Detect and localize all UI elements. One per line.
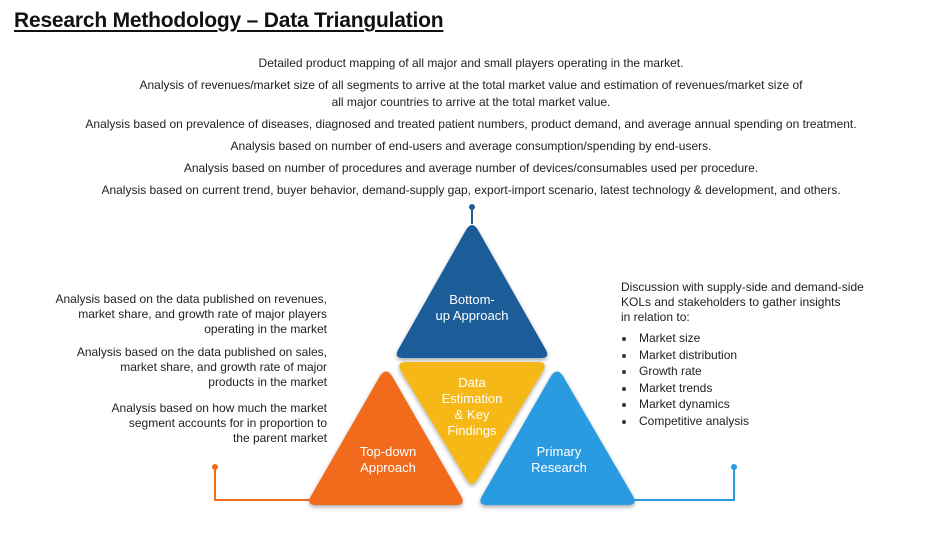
right-connector-dot [731,464,737,470]
bullet-label: Growth rate [639,364,702,378]
top-line-4: Analysis based on prevalence of diseases… [85,117,857,131]
bullet-item-growth-rate: Growth rate [621,363,749,380]
bullet-dot-icon [622,403,626,407]
bullet-item-market-distribution: Market distribution [621,347,749,364]
bullet-dot-icon [622,337,626,341]
top-line-2: Analysis of revenues/market size of all … [139,78,803,92]
top-connector-dot [469,204,475,210]
top-line-6: Analysis based on number of procedures a… [183,161,759,175]
data-estimation-triangle [399,362,545,484]
bullet-item-competitive-analysis: Competitive analysis [621,413,749,430]
bullet-label: Market size [639,331,701,345]
right-intro-text: Discussion with supply-side and demand-s… [621,280,864,324]
primary-research-triangle [480,371,635,505]
top-line-3: all major countries to arrive at the tot… [331,95,611,109]
left-text-block-1: Analysis based on the data published on … [55,292,327,336]
data-estimation-label: Data Estimation & Key Findings [441,375,503,438]
left-connector-dot [212,464,218,470]
bottom-up-approach-label: Bottom- up Approach [435,292,509,323]
right-bullet-list: Market size Market distribution Growth r… [621,330,749,429]
bullet-dot-icon [622,386,626,391]
page-title: Research Methodology – Data Triangulatio… [14,9,444,32]
bullet-item-market-size: Market size [621,330,749,347]
bullet-dot-icon [622,353,626,358]
bullet-item-market-trends: Market trends [621,380,749,397]
bullet-label: Market dynamics [639,397,730,411]
bullet-label: Competitive analysis [639,413,750,428]
left-text-block-2: Analysis based on the data published on … [76,345,327,389]
bullet-label: Market trends [639,380,713,395]
bullet-label: Market distribution [639,347,738,362]
primary-research-label: Primary Research [531,444,587,475]
bullet-item-market-dynamics: Market dynamics [621,396,749,413]
bottom-up-approach-triangle [396,225,548,358]
bullet-dot-icon [622,370,626,374]
left-text-block-3: Analysis based on how much the market se… [111,401,327,445]
left-connector-line [214,467,312,501]
top-line-1: Detailed product mapping of all major an… [258,56,684,70]
top-down-approach-label: Top-down Approach [359,444,417,475]
top-down-approach-triangle [309,371,463,505]
top-line-7: Analysis based on current trend, buyer b… [101,183,841,197]
bullet-dot-icon [622,419,626,424]
right-connector-line [632,467,735,501]
top-line-5: Analysis based on number of end-users an… [230,139,712,153]
